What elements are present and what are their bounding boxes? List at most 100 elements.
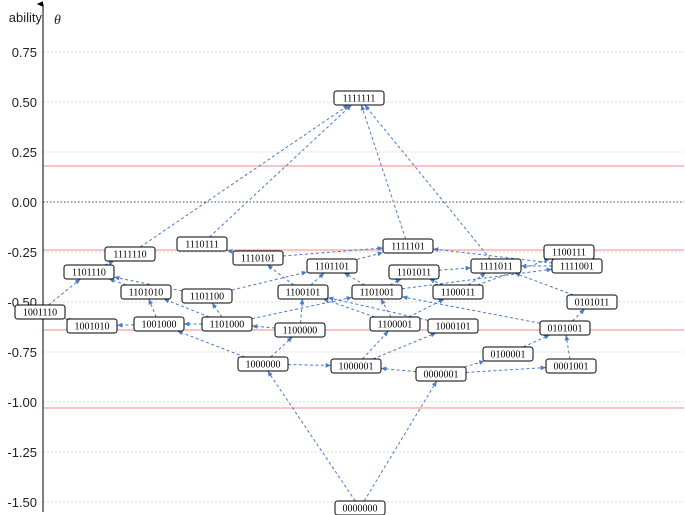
node-label: 1111011	[479, 262, 513, 273]
node-box	[176, 236, 228, 252]
node-box	[388, 264, 440, 280]
y-tick-label: 0.50	[12, 95, 37, 110]
node-box	[133, 316, 185, 332]
node-box	[566, 294, 618, 310]
edge-1100011-1111011	[467, 272, 487, 286]
edge-1101001-1101011	[389, 278, 402, 286]
node-label: 1100000	[283, 326, 318, 337]
node-box	[545, 358, 597, 374]
node-1101000: 1101000	[201, 316, 253, 332]
node-1111110: 1111110	[104, 246, 156, 262]
node-label: 0100001	[491, 350, 526, 361]
edge-1100000-1101000	[251, 324, 276, 329]
y-tick-label: -1.00	[7, 395, 37, 410]
node-1000000: 1000000	[237, 356, 289, 372]
y-tick-label: 0.25	[12, 145, 37, 160]
edge-0000001-0100001	[464, 360, 485, 368]
node-1101101: 1101101	[306, 258, 358, 274]
node-label: 1101011	[397, 268, 431, 279]
edge-1111001-1111101	[432, 247, 553, 264]
node-1101110: 1101110	[63, 264, 115, 280]
node-box	[334, 500, 386, 515]
edge-1101101-1111101	[356, 251, 384, 260]
edge-1110101-1110111	[226, 249, 234, 254]
edge-0000001-1000001	[380, 366, 417, 373]
node-box	[382, 238, 434, 254]
node-box	[482, 346, 534, 362]
node-box	[330, 358, 382, 374]
node-1101100: 1101100	[181, 288, 233, 304]
node-label: 1100001	[378, 320, 413, 331]
node-box	[232, 250, 284, 266]
node-label: 1111111	[343, 94, 376, 105]
node-label: 1100101	[286, 288, 321, 299]
edge-1101000-1101001	[251, 296, 353, 320]
edge-1111101-1111111	[360, 104, 407, 240]
node-0000000: 0000000	[334, 500, 386, 515]
node-1110101: 1110101	[232, 250, 284, 266]
node-box	[306, 258, 358, 274]
node-label: 1111101	[391, 242, 425, 253]
y-tick-label: -1.25	[7, 445, 37, 460]
edge-0101001-0101011	[571, 308, 586, 322]
node-box	[237, 356, 289, 372]
node-label: 1000101	[436, 322, 471, 333]
node-label: 1001010	[75, 322, 110, 333]
edge-1100101-1110101	[266, 264, 295, 286]
y-tick-label: -1.50	[7, 495, 37, 510]
node-label: 1101101	[315, 262, 349, 273]
node-label: 0000000	[343, 504, 378, 515]
node-1111101: 1111101	[382, 238, 434, 254]
edge-0100001-0101001	[523, 334, 550, 348]
node-box	[120, 284, 172, 300]
node-label: 1101010	[129, 288, 164, 299]
edge-1101000-1101100	[211, 302, 223, 318]
node-label: 0001001	[554, 362, 589, 373]
node-0001001: 0001001	[545, 358, 597, 374]
y-tick-label: 0.75	[12, 45, 37, 60]
edge-1101000-1101010	[163, 298, 210, 318]
edge-1100001-1100101	[322, 298, 376, 318]
node-label: 1001110	[23, 308, 57, 319]
edge-1001110-1101110	[48, 278, 81, 306]
node-box	[14, 304, 66, 320]
node-box	[415, 366, 467, 382]
node-1001010: 1001010	[66, 318, 118, 334]
y-tick-label: -0.25	[7, 245, 37, 260]
edge-0000000-1000000	[267, 370, 356, 502]
node-label: 1111001	[560, 262, 594, 273]
node-1111011: 1111011	[470, 258, 522, 274]
edge-1101110-1111110	[104, 260, 115, 266]
node-label: 1101100	[190, 292, 224, 303]
edge-1000000-1001000	[177, 330, 245, 358]
edge-0101011-1111011	[514, 272, 574, 296]
node-label: 1000001	[339, 362, 374, 373]
node-0100001: 0100001	[482, 346, 534, 362]
node-1101010: 1101010	[120, 284, 172, 300]
node-box	[333, 90, 385, 106]
edge-0000000-0000001	[363, 380, 438, 502]
node-1000101: 1000101	[427, 318, 479, 334]
node-box	[63, 264, 115, 280]
node-box	[427, 318, 479, 334]
node-1100011: 1100011	[432, 284, 484, 300]
node-label: 1100111	[552, 248, 586, 259]
node-1100111: 1100111	[543, 244, 595, 260]
nodes: 1111111 1110111 1111110 1110101 1111101 11001…	[14, 90, 618, 515]
edge-1100101-1101101	[310, 272, 325, 286]
node-1101011: 1101011	[388, 264, 440, 280]
node-0101011: 0101011	[566, 294, 618, 310]
node-label: 0101001	[548, 324, 583, 335]
edge-1101100-1101101	[231, 270, 308, 291]
node-label: 1101110	[72, 268, 106, 279]
node-label: 1110111	[185, 240, 219, 251]
theta-symbol: θ	[54, 13, 61, 28]
node-1100000: 1100000	[274, 322, 326, 338]
node-label: 0101011	[575, 298, 610, 309]
node-label: 1101001	[360, 288, 395, 299]
edge-1110111-1111111	[209, 104, 352, 238]
node-box	[432, 284, 484, 300]
edge-1101011-1111011	[438, 265, 472, 271]
edge-1111110-1111111	[139, 104, 350, 248]
